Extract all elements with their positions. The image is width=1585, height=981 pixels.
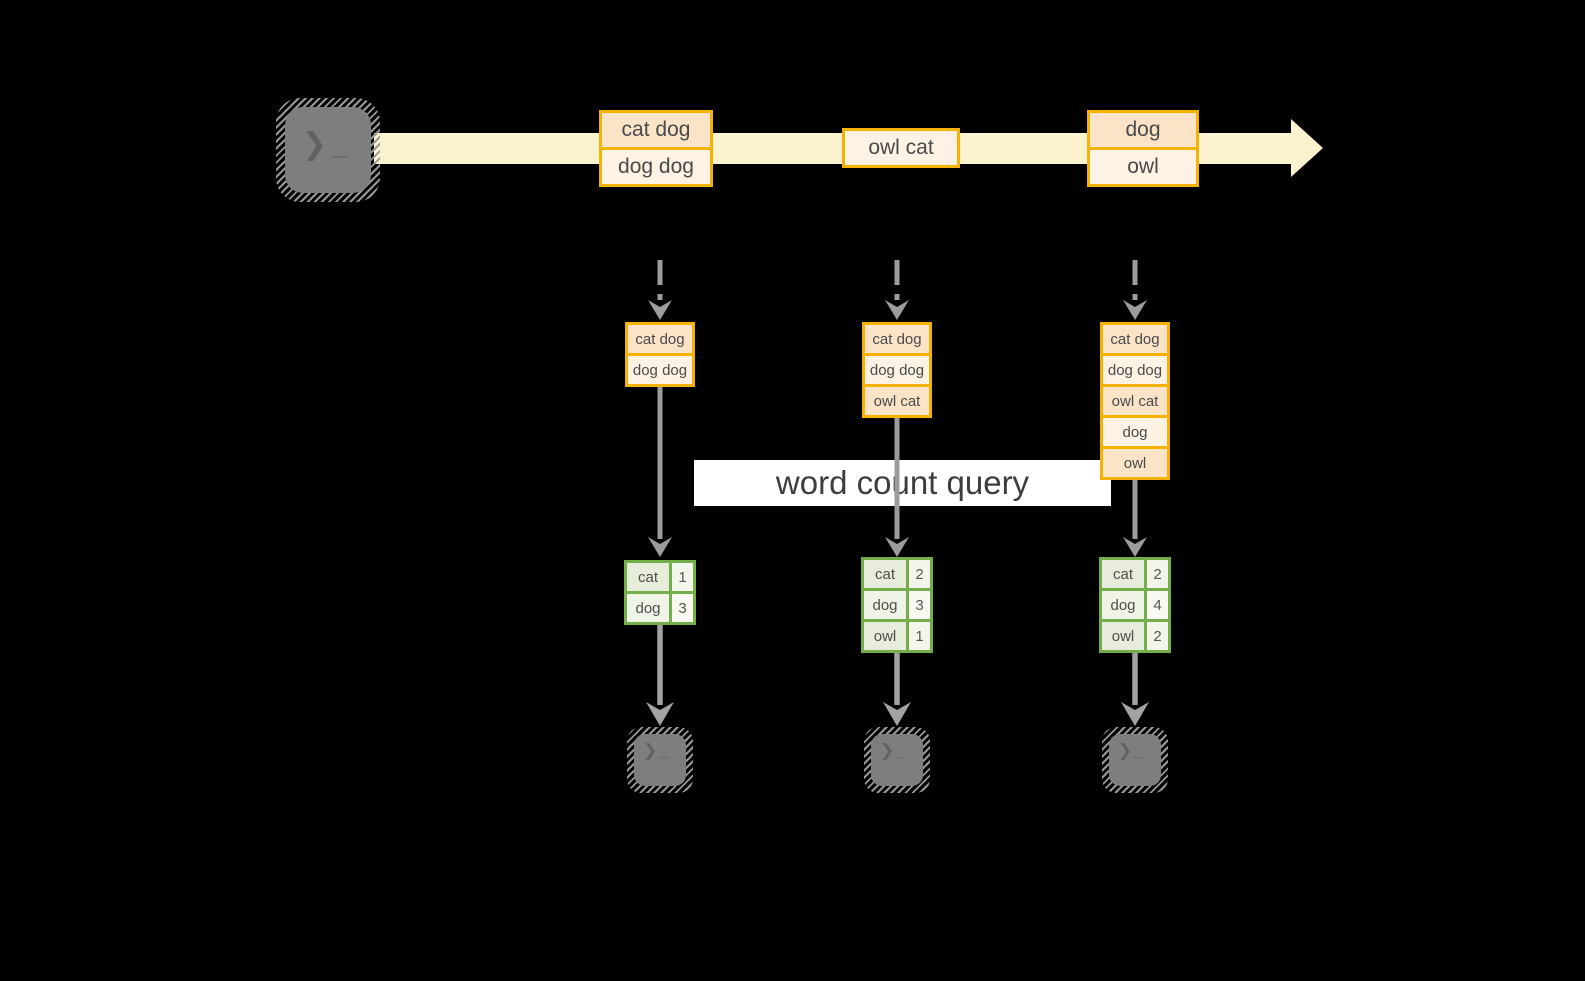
count-row: dog 4 — [1102, 591, 1168, 622]
count-row: cat 1 — [627, 563, 693, 594]
accumulated-record: owl cat — [865, 387, 929, 415]
arrow-down-icon — [1121, 653, 1149, 726]
terminal-screen: ❯_ — [285, 107, 371, 193]
terminal-sink-icon: ❯_ — [627, 727, 693, 793]
count-value: 2 — [1144, 622, 1168, 650]
terminal-prompt-icon: ❯_ — [1118, 741, 1146, 760]
count-word: owl — [864, 622, 906, 650]
count-value: 1 — [669, 563, 693, 591]
terminal-sink-icon: ❯_ — [1102, 727, 1168, 793]
count-value: 3 — [906, 591, 930, 619]
count-row: dog 3 — [627, 594, 693, 622]
terminal-screen: ❯_ — [1109, 734, 1161, 786]
count-row: cat 2 — [864, 560, 930, 591]
terminal-prompt-icon: ❯_ — [302, 128, 352, 161]
query-label: word count query — [694, 460, 1111, 506]
count-word: dog — [1102, 591, 1144, 619]
count-value: 4 — [1144, 591, 1168, 619]
terminal-source-icon: ❯_ — [276, 98, 380, 202]
count-table-1: cat 1 dog 3 — [624, 560, 696, 625]
count-word: cat — [627, 563, 669, 591]
count-row: owl 2 — [1102, 622, 1168, 650]
arrow-down-icon — [648, 387, 672, 557]
dashed-arrow-down-icon — [885, 260, 909, 320]
stream-arrowhead-icon — [1291, 119, 1323, 177]
count-word: cat — [864, 560, 906, 588]
terminal-sink-icon: ❯_ — [864, 727, 930, 793]
terminal-prompt-icon: ❯_ — [880, 741, 908, 760]
count-word: owl — [1102, 622, 1144, 650]
count-word: dog — [627, 594, 669, 622]
count-row: cat 2 — [1102, 560, 1168, 591]
stream-batch-2: owl cat — [842, 128, 960, 168]
stream-record: owl — [1090, 150, 1196, 184]
accumulated-records-3: cat dog dog dog owl cat dog owl — [1100, 322, 1170, 480]
dashed-arrow-down-icon — [648, 260, 672, 320]
arrow-down-icon — [883, 653, 911, 726]
stream-record: owl cat — [845, 131, 957, 165]
count-value: 1 — [906, 622, 930, 650]
accumulated-record: dog dog — [1103, 356, 1167, 387]
terminal-screen: ❯_ — [634, 734, 686, 786]
arrow-down-icon — [885, 418, 909, 557]
arrow-down-icon — [1123, 480, 1147, 557]
count-value: 2 — [906, 560, 930, 588]
count-table-2: cat 2 dog 3 owl 1 — [861, 557, 933, 653]
stream-record: cat dog — [602, 113, 710, 150]
count-table-3: cat 2 dog 4 owl 2 — [1099, 557, 1171, 653]
accumulated-records-2: cat dog dog dog owl cat — [862, 322, 932, 418]
accumulated-record: cat dog — [1103, 325, 1167, 356]
stream-record: dog — [1090, 113, 1196, 150]
count-value: 2 — [1144, 560, 1168, 588]
count-row: dog 3 — [864, 591, 930, 622]
accumulated-record: cat dog — [865, 325, 929, 356]
count-word: dog — [864, 591, 906, 619]
accumulated-records-1: cat dog dog dog — [625, 322, 695, 387]
accumulated-record: owl cat — [1103, 387, 1167, 418]
terminal-screen: ❯_ — [871, 734, 923, 786]
arrow-down-icon — [646, 625, 674, 726]
accumulated-record: dog — [1103, 418, 1167, 449]
accumulated-record: dog dog — [865, 356, 929, 387]
count-row: owl 1 — [864, 622, 930, 650]
stream-batch-3: dog owl — [1087, 110, 1199, 187]
accumulated-record: cat dog — [628, 325, 692, 356]
stream-batch-1: cat dog dog dog — [599, 110, 713, 187]
count-word: cat — [1102, 560, 1144, 588]
count-value: 3 — [669, 594, 693, 622]
accumulated-record: owl — [1103, 449, 1167, 477]
stream-record: dog dog — [602, 150, 710, 184]
dashed-arrow-down-icon — [1123, 260, 1147, 320]
accumulated-record: dog dog — [628, 356, 692, 384]
terminal-prompt-icon: ❯_ — [643, 741, 671, 760]
